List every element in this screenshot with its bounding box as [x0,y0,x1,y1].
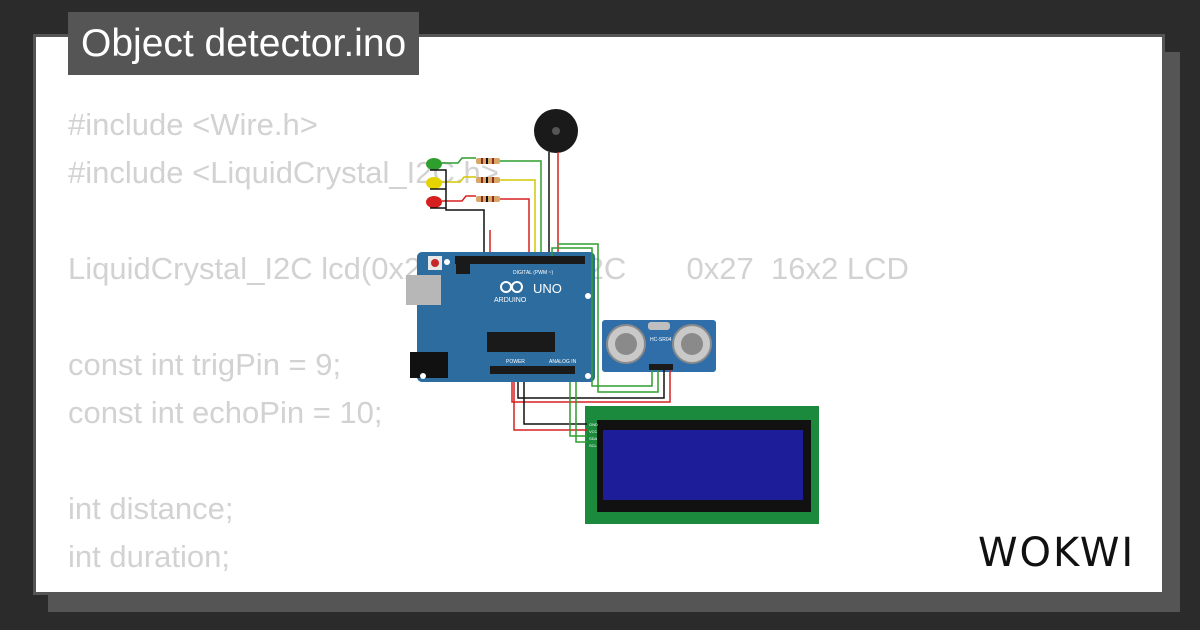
sensor-wires [511,243,671,403]
lcd-display: GND VCC SDA SCL [585,406,819,524]
code-line: int distance; [68,491,234,526]
lcd-pin-label: SCL [589,443,598,448]
arduino-uno-board: DIGITAL (PWM ~) UNO ARDUINO POWER ANALOG… [406,252,595,382]
lcd-pin-label: GND [589,422,598,427]
resistors [476,158,500,202]
arduino-infinity-icon [500,281,523,293]
board-analog-label: ANALOG IN [549,359,577,365]
wokwi-logo: WOKWI [978,530,1135,576]
led-yellow [426,177,442,189]
code-line: int duration; [68,539,230,574]
ultrasonic-sensor: HC-SR04 [602,320,716,372]
led-green [426,158,442,170]
lcd-pin-label: VCC [589,429,598,434]
code-line: const int trigPin = 9; [68,347,342,382]
wokwi-logo-text: WOKWI [978,530,1135,576]
code-line: const int echoPin = 10; [68,395,383,430]
board-model-label: UNO [533,281,562,296]
project-title: Object detector.ino [68,12,420,75]
buzzer [534,109,578,258]
led-wires [430,157,542,256]
board-digital-label: DIGITAL (PWM ~) [513,270,553,276]
code-line: #include <Wire.h> [68,107,318,142]
board-brand-label: ARDUINO [494,297,527,304]
code-line: #include <LiquidCrystal_I2C.h> [68,155,499,190]
lcd-pin-label: SDA [589,436,598,441]
sensor-label: HC-SR04 [650,337,672,343]
code-background: #include <Wire.h> #include <LiquidCrystal… [68,101,909,581]
lcd-wires [513,382,587,443]
board-power-label: POWER [506,359,525,365]
led-red [426,196,442,208]
